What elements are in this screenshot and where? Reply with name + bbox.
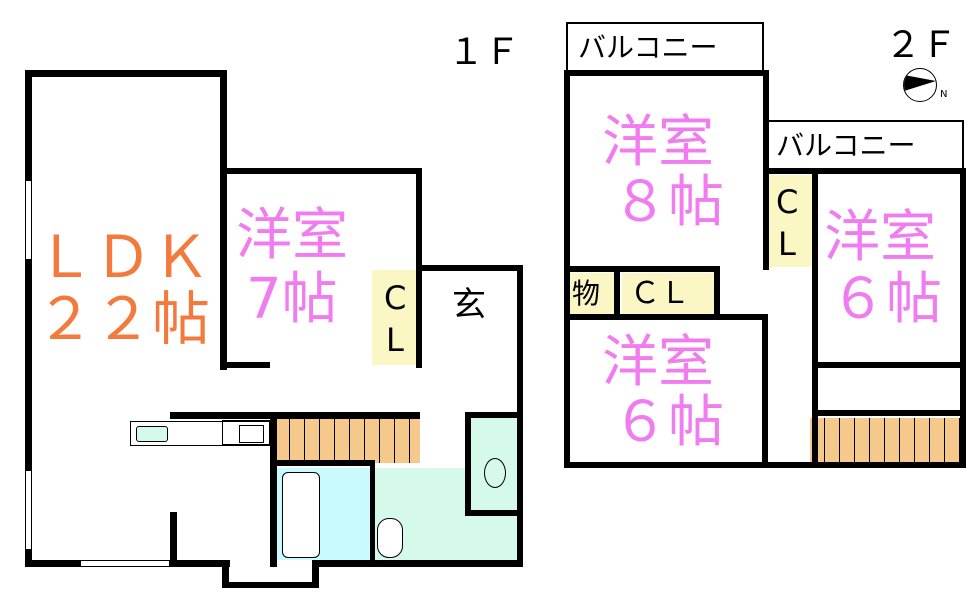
- closet-2f-horizontal: [622, 273, 714, 316]
- closet-2f-vertical: [766, 175, 814, 267]
- wall: [564, 314, 768, 320]
- wall: [222, 582, 319, 588]
- wall: [465, 510, 522, 516]
- wall: [465, 412, 471, 516]
- closet-2f-horizontal-label: ＣＬ: [630, 276, 690, 311]
- sink-icon: [136, 426, 168, 442]
- closet-1f: [372, 270, 420, 365]
- room6-bottom-size: ６帖: [612, 390, 724, 455]
- room7-size: 7帖: [246, 267, 338, 332]
- closet-1f-l: L: [386, 321, 404, 359]
- toilet-room: [470, 418, 520, 513]
- storage: [570, 273, 614, 316]
- wall: [812, 168, 818, 468]
- closet-2f-c: C: [776, 183, 799, 221]
- room6-bottom-label: 洋室: [602, 330, 714, 395]
- bathtub-icon: [282, 472, 320, 558]
- wall: [762, 314, 768, 464]
- wall: [812, 410, 966, 416]
- wall: [312, 560, 319, 588]
- stove-icon: [239, 425, 264, 443]
- storage-label: 物: [572, 277, 601, 310]
- room7-label: 洋室: [236, 203, 348, 268]
- toilet-icon: [484, 458, 506, 488]
- wall: [220, 168, 422, 174]
- floor2-label: ２Ｆ: [885, 25, 958, 66]
- wall: [416, 265, 522, 271]
- wall: [220, 362, 270, 368]
- stairs-2f: [810, 418, 960, 462]
- wall: [270, 412, 277, 567]
- balcony-2-label: バルコニー: [776, 129, 916, 162]
- wall: [270, 460, 375, 466]
- wall: [318, 560, 523, 567]
- compass-north: N: [940, 89, 948, 100]
- wall: [465, 412, 522, 418]
- wall: [220, 70, 227, 370]
- wall: [564, 462, 966, 468]
- wall: [25, 70, 32, 567]
- kitchen-counter: [130, 421, 270, 446]
- wall: [564, 266, 719, 272]
- wash-basin-icon: [377, 518, 403, 558]
- entrance-label: 玄: [452, 285, 486, 325]
- balcony-1: バルコニー: [566, 22, 764, 74]
- wall: [170, 512, 177, 562]
- balcony-1-label: バルコニー: [578, 31, 718, 64]
- closet-1f-c: C: [384, 279, 407, 317]
- window: [80, 560, 170, 567]
- stairs-1f: [275, 419, 420, 463]
- closet-2f-l: L: [778, 225, 796, 263]
- wall: [222, 560, 229, 588]
- room6-right-size: ６帖: [830, 267, 942, 332]
- wall: [25, 70, 227, 77]
- wall: [960, 168, 966, 468]
- compass-icon: [903, 68, 937, 102]
- balcony-2: バルコニー: [766, 120, 964, 170]
- ldk-size: ２２帖: [36, 285, 211, 353]
- wall: [812, 362, 966, 368]
- kitchen-counter-right: [222, 420, 277, 445]
- room8-size: ８帖: [612, 170, 724, 235]
- wall: [170, 412, 420, 419]
- wall: [370, 466, 375, 561]
- wall: [766, 168, 966, 174]
- room8-label: 洋室: [602, 110, 714, 175]
- ldk-label: ＬＤＫ: [36, 223, 211, 291]
- window: [25, 470, 32, 550]
- wall: [614, 270, 620, 318]
- wall: [714, 266, 720, 320]
- wall: [564, 70, 769, 76]
- floor1-label: １Ｆ: [448, 32, 521, 73]
- window: [25, 180, 32, 260]
- room6-right-label: 洋室: [824, 205, 936, 270]
- bathroom: [277, 468, 372, 560]
